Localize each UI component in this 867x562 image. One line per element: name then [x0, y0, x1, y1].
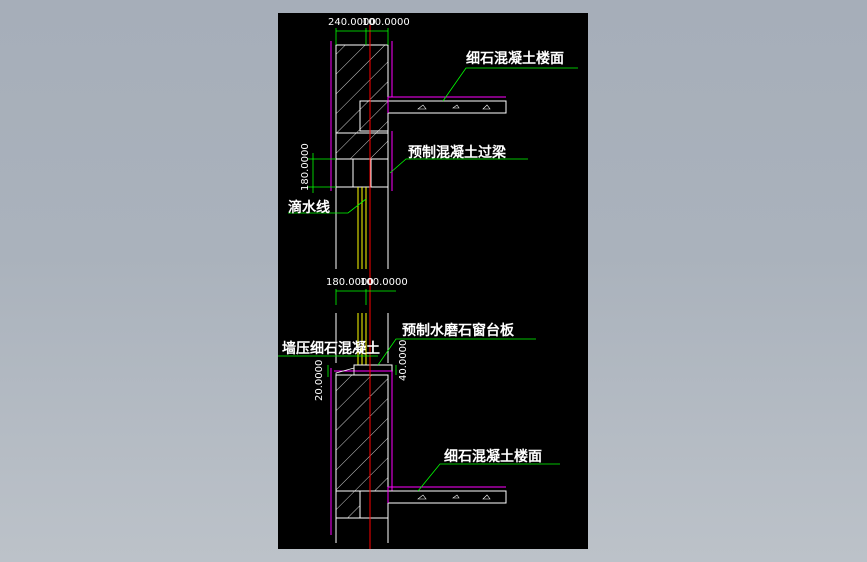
lintel-dimension: 180.0000: [300, 143, 336, 193]
dim-mid-offset: 100.0000: [360, 277, 408, 288]
upper-wall: [335, 44, 389, 134]
dim-top-offset: 100.0000: [362, 17, 410, 28]
cad-viewport[interactable]: 240.0000 100.0000 180.0000 180.0000 100.…: [278, 13, 588, 549]
label-floor-top: 细石混凝土楼面: [466, 50, 564, 67]
section-drawing: 240.0000 100.0000 180.0000 180.0000 100.…: [278, 17, 578, 549]
wall-outline-lines: [335, 187, 389, 363]
dim-sill-left: 20.0000: [314, 360, 325, 401]
upper-floor-slab: [359, 96, 507, 132]
dim-top-wall-width: 240.0000: [328, 17, 376, 28]
mid-dimension: 180.0000 100.0000: [326, 277, 408, 305]
label-floor-bottom: 细石混凝土楼面: [444, 448, 542, 465]
sill-dimensions: 20.0000 40.0000: [314, 340, 409, 401]
dim-sill-right: 40.0000: [398, 340, 409, 381]
window-sill: [334, 364, 393, 376]
lower-wall-outline: [335, 518, 389, 543]
lower-floor-slab: [335, 486, 507, 519]
label-drip-line: 滴水线: [288, 199, 330, 216]
dim-mid-wall-width: 180.0000: [326, 277, 374, 288]
window-frame: [357, 187, 371, 365]
top-dimension: 240.0000 100.0000: [328, 17, 410, 45]
label-sill-board: 预制水磨石窗台板: [402, 322, 515, 339]
lower-wall: [335, 374, 389, 492]
dim-lintel-height: 180.0000: [300, 143, 311, 191]
finish-lines: [330, 41, 393, 535]
label-lintel: 预制混凝土过梁: [408, 144, 507, 161]
label-wall-sill: 墙压细石混凝土: [282, 340, 380, 357]
leader-lines: [278, 67, 578, 492]
lintel: [335, 132, 389, 188]
